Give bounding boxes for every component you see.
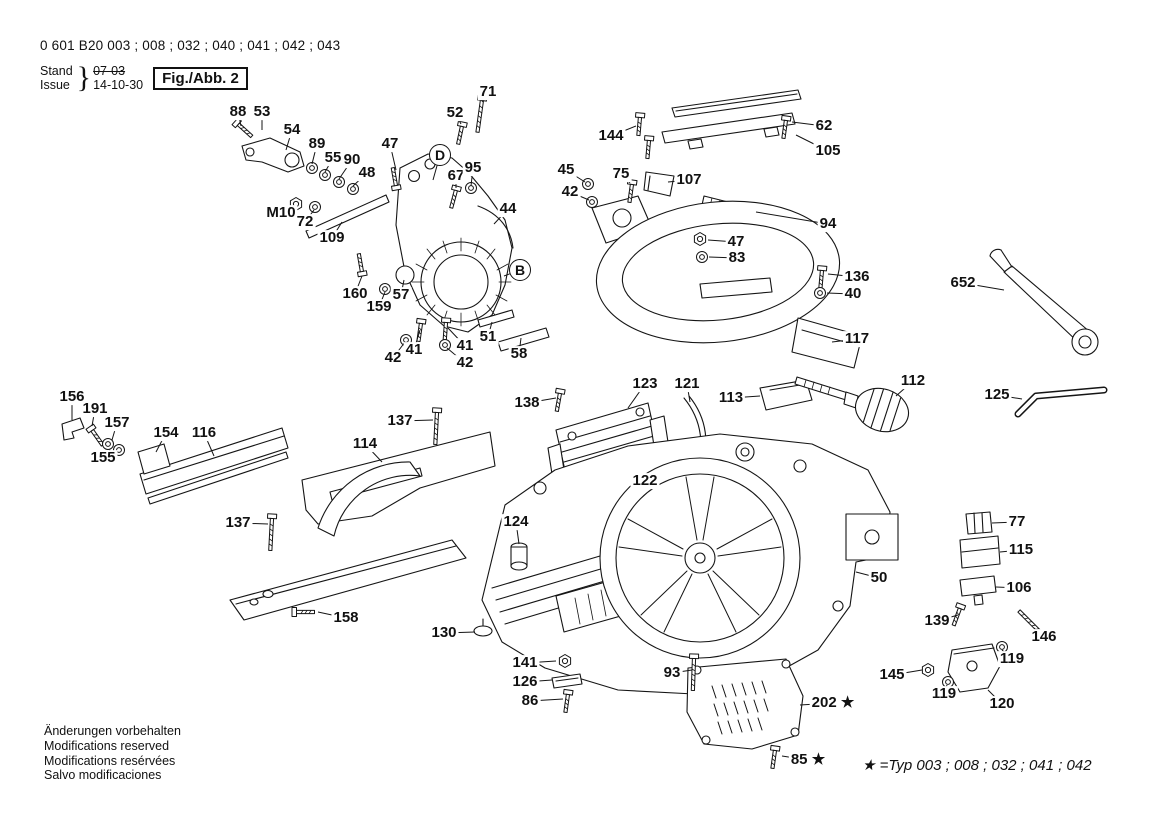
part-number-label: 155 xyxy=(88,449,118,467)
part-number-label: 145 xyxy=(877,666,907,684)
part-number-label: 93 xyxy=(661,664,683,682)
part-number-label: 202 ★ xyxy=(809,694,857,712)
part-number-label: 139 xyxy=(922,612,952,630)
issue-label: Issue xyxy=(40,78,70,92)
part-number-label: 114 xyxy=(350,435,380,453)
part-number-label: 137 xyxy=(385,412,415,430)
part-number-label: 47 xyxy=(725,233,747,251)
part-number-label: 130 xyxy=(429,624,459,642)
typ-note: ★ =Typ 003 ; 008 ; 032 ; 041 ; 042 xyxy=(862,757,1092,774)
part-number-label: M10 xyxy=(264,204,298,222)
part-number-label: 42 xyxy=(382,349,404,367)
part-number-label: 126 xyxy=(510,673,540,691)
part-number-label: 44 xyxy=(497,200,519,218)
brace-glyph: } xyxy=(76,61,92,94)
part-number-label: 156 xyxy=(57,388,87,406)
part-number-label: 117 xyxy=(842,330,872,348)
part-number-label: 94 xyxy=(817,215,839,233)
part-number-label: 125 xyxy=(982,386,1012,404)
part-number-label: 112 xyxy=(898,372,928,390)
part-number-label: 83 xyxy=(726,249,748,267)
part-number-label: 71 xyxy=(477,83,499,101)
part-number-label: 120 xyxy=(987,695,1017,713)
revision-labels: Stand Issue xyxy=(40,64,73,93)
part-number-label: 159 xyxy=(364,298,394,316)
part-number-label: 144 xyxy=(596,127,626,145)
revision-note: Modifications resérvées xyxy=(44,753,176,768)
revision-note: Änderungen vorbehalten xyxy=(44,724,181,738)
part-number-label: 77 xyxy=(1006,513,1028,531)
part-number-label: 160 xyxy=(340,285,370,303)
part-number-label: 119 xyxy=(929,685,959,703)
part-number-label: 62 xyxy=(813,117,835,135)
part-number-label: 124 xyxy=(501,513,531,531)
part-number-label: 48 xyxy=(356,164,378,182)
part-number-label: 115 xyxy=(1006,541,1036,559)
part-number-label: 109 xyxy=(317,229,347,247)
part-number-label: 57 xyxy=(390,286,412,304)
part-number-label: 88 xyxy=(227,103,249,121)
part-number-label: 86 xyxy=(519,692,541,710)
part-number-label: 121 xyxy=(672,375,702,393)
part-number-label: 113 xyxy=(716,389,746,407)
part-number-label: 138 xyxy=(512,394,542,412)
part-number-label: 47 xyxy=(379,135,401,153)
part-number-label: 105 xyxy=(813,142,843,160)
part-number-label: 89 xyxy=(306,135,328,153)
part-number-label: 75 xyxy=(610,165,632,183)
part-number-label: 40 xyxy=(842,285,864,303)
revision-block: Stand Issue } 07-03 14-10-30 Fig./Abb. 2 xyxy=(40,61,340,95)
assembly-ref-label: B xyxy=(509,259,531,281)
part-number-label: 106 xyxy=(1004,579,1034,597)
part-number-label: 58 xyxy=(508,345,530,363)
part-number-label: 158 xyxy=(331,609,361,627)
product-codes: 0 601 B20 003 ; 008 ; 032 ; 040 ; 041 ; … xyxy=(40,38,341,53)
assembly-ref-label: D xyxy=(429,144,451,166)
part-number-label: 141 xyxy=(510,654,540,672)
part-number-label: 85 ★ xyxy=(788,751,828,769)
part-number-label: 55 xyxy=(322,149,344,167)
part-number-label: 45 xyxy=(555,161,577,179)
part-number-label: 41 xyxy=(454,337,476,355)
part-number-label: 652 xyxy=(948,274,978,292)
part-number-label: 50 xyxy=(868,569,890,587)
part-number-label: 42 xyxy=(559,183,581,201)
part-number-label: 136 xyxy=(842,268,872,286)
part-number-label: 137 xyxy=(223,514,253,532)
part-number-label: 52 xyxy=(444,104,466,122)
part-number-label: 116 xyxy=(189,424,219,442)
stand-label: Stand xyxy=(40,63,73,78)
part-number-label: 95 xyxy=(462,159,484,177)
part-number-label: 107 xyxy=(674,171,704,189)
part-number-label: 51 xyxy=(477,328,499,346)
part-number-label: 42 xyxy=(454,354,476,372)
part-number-label: 191 xyxy=(80,400,110,418)
part-number-label: 90 xyxy=(341,151,363,169)
issue-date: 14-10-30 xyxy=(93,78,144,92)
part-number-label: 72 xyxy=(294,213,316,231)
part-number-label: 123 xyxy=(630,375,660,393)
part-number-label: 54 xyxy=(281,121,303,139)
figure-label: Fig./Abb. 2 xyxy=(153,66,248,90)
revision-note: Salvo modificaciones xyxy=(44,768,162,783)
revision-dates: 07-03 14-10-30 xyxy=(93,64,143,93)
part-number-label: 154 xyxy=(151,424,181,442)
part-number-label: 119 xyxy=(997,650,1027,668)
part-number-label: 157 xyxy=(102,414,132,432)
part-number-label: 122 xyxy=(630,472,660,490)
part-number-label: 146 xyxy=(1029,628,1059,646)
part-number-label: 53 xyxy=(251,103,273,121)
stand-date: 07-03 xyxy=(93,63,126,78)
part-number-label: 41 xyxy=(403,341,425,359)
header: 0 601 B20 003 ; 008 ; 032 ; 040 ; 041 ; … xyxy=(40,38,340,95)
part-number-label: 67 xyxy=(445,167,467,185)
revision-note: Modifications reserved xyxy=(44,738,170,753)
